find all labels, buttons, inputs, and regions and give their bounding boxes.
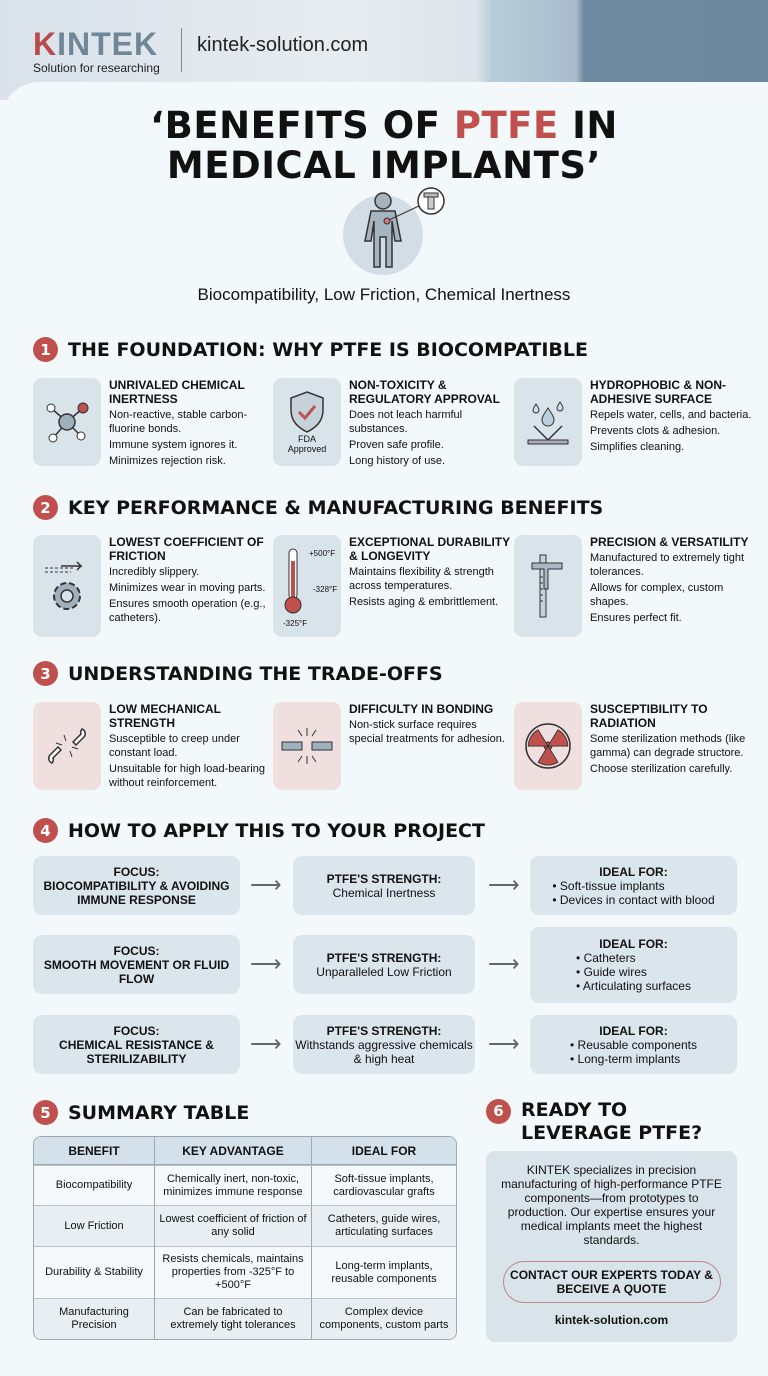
water-drops-icon [514,378,582,466]
logo-k: K [33,26,58,62]
broken-bone-icon [33,702,101,790]
gear-icon [33,535,101,637]
title-highlight: PTFE [453,104,559,147]
section-number-badge: 2 [33,495,58,520]
section-number-badge: 3 [33,661,58,686]
section-number-badge: 1 [33,337,58,362]
fda-approved-label: FDA Approved [287,434,327,454]
section-number-badge: 6 [486,1099,511,1124]
ideal-box-1: IDEAL FOR:• Soft-tissue implants• Device… [530,856,737,915]
kintek-logo[interactable]: KINTEK Solution for researching [33,26,160,75]
ideal-box-3: IDEAL FOR:• Reusable components• Long-te… [530,1015,737,1074]
ideal-box-2: IDEAL FOR:• Catheters• Guide wires• Arti… [530,927,737,1003]
arrow-right-icon: ⟶ [488,872,520,897]
cta-site-link[interactable]: kintek-solution.com [554,1313,669,1327]
section-number-badge: 4 [33,818,58,843]
arrow-right-icon: ⟶ [250,951,282,976]
arrow-right-icon: ⟶ [488,1031,520,1056]
focus-box-3: FOCUS:CHEMICAL RESISTANCE & STERILIZABIL… [33,1015,240,1074]
card-durability: +500°F -328°F -325°F EXCEPTIONAL DURABIL… [273,535,513,637]
thermometer-icon: +500°F -328°F -325°F [273,535,341,637]
contact-experts-button[interactable]: CONTACT OUR EXPERTS TODAY & BECEIVE A QU… [502,1261,721,1303]
hero-implant-illustration [343,187,445,275]
cta-panel: KINTEK specializes in precision manufact… [486,1151,737,1342]
strength-box-1: PTFE'S STRENGTH:Chemical Inertness [293,856,475,915]
caliper-icon [514,535,582,637]
logo-tagline: Solution for researching [33,61,160,75]
section-number-badge: 5 [33,1100,58,1125]
header-banner: KINTEK Solution for researching kintek-s… [0,0,768,100]
arrow-right-icon: ⟶ [250,872,282,897]
card-non-toxicity: FDA Approved NON-TOXICITY & REGULATORY A… [273,378,513,470]
logo-text: INTEK [57,26,159,62]
person-with-screw-icon [364,187,445,268]
radiation-icon [514,702,582,790]
broken-bond-icon [273,702,341,790]
summary-table: BENEFIT KEY ADVANTAGE IDEAL FOR Biocompa… [33,1136,457,1340]
strength-box-2: PTFE'S STRENGTH:Unparalleled Low Frictio… [293,935,475,994]
focus-box-2: FOCUS:SMOOTH MOVEMENT OR FLUID FLOW [33,935,240,994]
header-wave [0,82,768,100]
strength-box-3: PTFE'S STRENGTH:Withstands aggressive ch… [293,1015,475,1074]
table-header: KEY ADVANTAGE [154,1137,311,1165]
molecule-icon [33,378,101,466]
arrow-right-icon: ⟶ [250,1031,282,1056]
focus-box-1: FOCUS:BIOCOMPATIBILITY & AVOIDING IMMUNE… [33,856,240,915]
table-header: IDEAL FOR [311,1137,456,1165]
shield-check-icon: FDA Approved [273,378,341,466]
cta-body: KINTEK specializes in precision manufact… [501,1163,722,1247]
page-subtitle: Biocompatibility, Low Friction, Chemical… [197,285,571,304]
arrow-right-icon: ⟶ [488,951,520,976]
table-header: BENEFIT [34,1137,154,1165]
header-divider [181,28,182,72]
header-site-link[interactable]: kintek-solution.com [197,34,369,56]
